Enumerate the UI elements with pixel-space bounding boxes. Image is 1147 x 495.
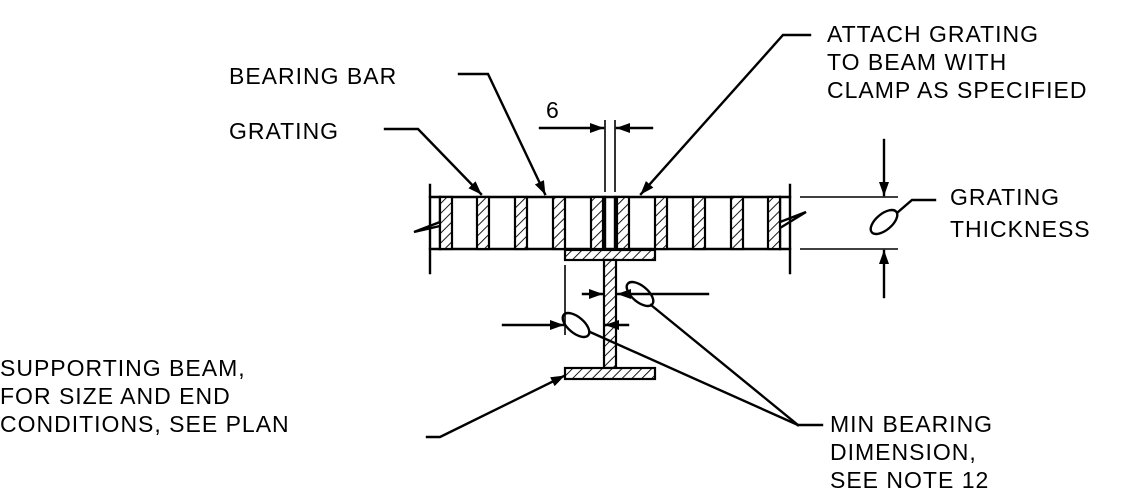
leader-supporting-beam (425, 374, 566, 439)
gap-dimension-label: 6 (546, 97, 560, 123)
supporting-beam (563, 248, 657, 381)
gap-dimension: 6 (538, 97, 654, 192)
grating-label: GRATING (229, 118, 339, 144)
min-bearing-label-line2: DIMENSION, (830, 439, 977, 465)
leader-attach (639, 33, 812, 196)
attach-label-line2: TO BEAM WITH (827, 49, 1007, 75)
supporting-beam-label-line3: CONDITIONS, SEE PLAN (0, 411, 290, 437)
bearing-bar-label: BEARING BAR (229, 63, 397, 89)
min-bearing-label-line1: MIN BEARING (830, 411, 993, 437)
leader-bearing-bar (457, 72, 547, 196)
attach-label-line1: ATTACH GRATING (827, 21, 1039, 47)
supporting-beam-label-line1: SUPPORTING BEAM, (0, 355, 246, 381)
thickness-label-line1: GRATING (950, 184, 1060, 210)
thickness-label-line2: THICKNESS (950, 216, 1091, 242)
bearing-bars (438, 195, 782, 251)
attach-label-line3: CLAMP AS SPECIFIED (827, 77, 1087, 103)
min-bearing-label-line3: SEE NOTE 12 (830, 467, 989, 493)
supporting-beam-label-line2: FOR SIZE AND END (0, 383, 231, 409)
thickness-dimension: GRATING THICKNESS (800, 138, 1091, 299)
min-bearing-dimension (501, 265, 824, 427)
leader-grating (383, 127, 483, 196)
